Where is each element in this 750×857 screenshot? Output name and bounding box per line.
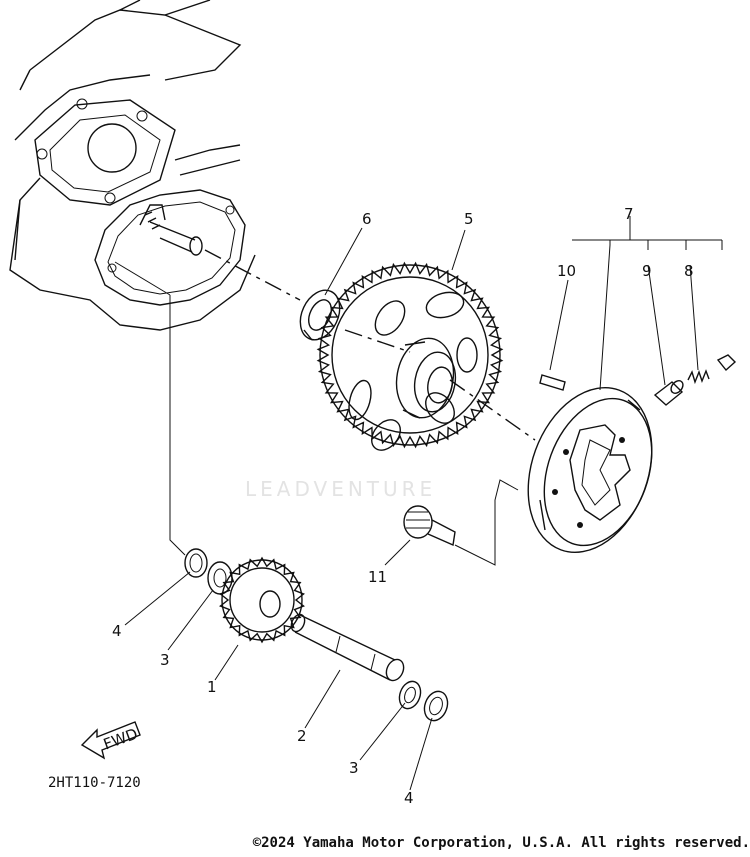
callout-7: 7 [624, 205, 634, 223]
part-5-large-gear [316, 261, 504, 451]
callout-4-right: 4 [404, 789, 414, 807]
callout-10: 10 [557, 262, 576, 280]
g5teeth-outline [316, 261, 504, 449]
part-10-pin [539, 374, 566, 391]
fwd-arrow-icon: FWD [80, 721, 141, 760]
part-4-circlip-left [184, 548, 208, 578]
part-7-starter-clutch [527, 386, 653, 554]
callout-11: 11 [368, 568, 387, 586]
part-1-idler-gear [219, 556, 305, 644]
callout-2: 2 [297, 727, 307, 745]
callout-6: 6 [362, 210, 372, 228]
callout-8: 8 [684, 262, 694, 280]
callout-9: 9 [642, 262, 652, 280]
fwd-label: FWD [101, 725, 140, 754]
callout-5: 5 [464, 210, 474, 228]
callout-labels: 1 2 3 3 4 4 5 6 7 8 9 10 11 [112, 205, 694, 807]
callout-1: 1 [207, 678, 217, 696]
copyright-notice: ©2024 Yamaha Motor Corporation, U.S.A. A… [252, 835, 750, 851]
watermark: LEADVENTURE [245, 477, 436, 501]
part-11-bolt [403, 505, 456, 547]
part-8-spring [687, 354, 737, 385]
engine-case [9, 0, 256, 331]
part-2-shaft [290, 613, 405, 682]
diagram-code: 2HT110-7120 [48, 775, 141, 791]
part-6-washer [299, 289, 341, 341]
callout-3-left: 3 [160, 651, 170, 669]
part-4-circlip-right [423, 690, 449, 722]
g1teeth-outline [219, 556, 305, 644]
axis-lines [114, 216, 723, 566]
callout-4-left: 4 [112, 622, 122, 640]
callout-leaders [124, 227, 699, 791]
callout-3-right: 3 [349, 759, 359, 777]
part-3-washer-right [398, 680, 422, 710]
part-9-roller [653, 380, 684, 406]
